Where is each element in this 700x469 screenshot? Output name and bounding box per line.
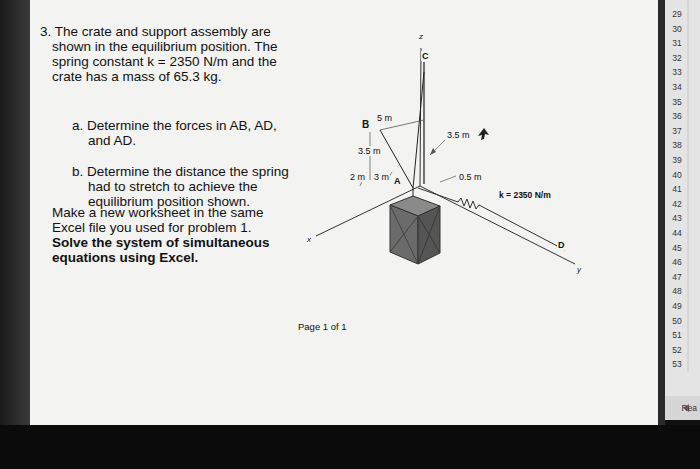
row-number: 30: [666, 24, 688, 34]
row-number: 36: [666, 111, 688, 121]
question-part: a. Determine the forces in AB, AD, and A…: [72, 118, 293, 148]
row-number: 31: [666, 38, 688, 48]
question-part: b. Determine the distance the spring had…: [72, 164, 293, 209]
instruction-emphasis: Solve the system of simultaneous equatio…: [52, 235, 270, 265]
row-number: 34: [666, 82, 688, 92]
row-number: 38: [666, 140, 688, 150]
row-number: 46: [666, 257, 688, 267]
row-number: 39: [666, 155, 688, 165]
row-number: 53: [666, 359, 688, 369]
row-number: 35: [666, 97, 688, 107]
instruction-text: Make a new worksheet in the same Excel f…: [52, 205, 264, 235]
row-number: 47: [666, 272, 688, 282]
dimension-label: 3.5 m: [446, 130, 471, 140]
dimension-label: 3 m: [373, 172, 390, 182]
page-number: Page 1 of 1: [298, 321, 347, 332]
dimension-label: 5 m: [376, 113, 393, 123]
spring-label: k = 2350 N/m: [498, 190, 552, 200]
dimension-label: 0.5 m: [458, 172, 483, 182]
row-number: 51: [666, 330, 688, 340]
problem-statement: 3. The crate and support assembly are sh…: [40, 24, 304, 84]
axis-label: z: [418, 32, 424, 42]
row-number: 50: [666, 316, 688, 326]
point-label: A: [393, 176, 402, 186]
row-number: 29: [666, 9, 688, 19]
dimension-label: 3.5 m: [357, 146, 382, 156]
status-text: Rea: [681, 403, 697, 413]
axis-label: x: [306, 235, 312, 245]
row-number: 42: [666, 199, 688, 209]
instruction-paragraph: Make a new worksheet in the same Excel f…: [52, 205, 284, 265]
axis-label: y: [576, 265, 582, 275]
row-number: 43: [666, 213, 688, 223]
row-number: 45: [666, 243, 688, 253]
row-number: 44: [666, 228, 688, 238]
row-number: 48: [666, 286, 688, 296]
row-number: 32: [666, 53, 688, 63]
point-label: D: [557, 240, 566, 250]
point-label: C: [421, 51, 430, 61]
row-number: 41: [666, 184, 688, 194]
row-number: 52: [666, 345, 688, 355]
dimension-label: 2 m: [349, 172, 366, 182]
row-number: 37: [666, 126, 688, 136]
row-number: 49: [666, 301, 688, 311]
point-label: B: [361, 120, 370, 130]
row-number: 33: [666, 67, 688, 77]
row-number: 40: [666, 170, 688, 180]
